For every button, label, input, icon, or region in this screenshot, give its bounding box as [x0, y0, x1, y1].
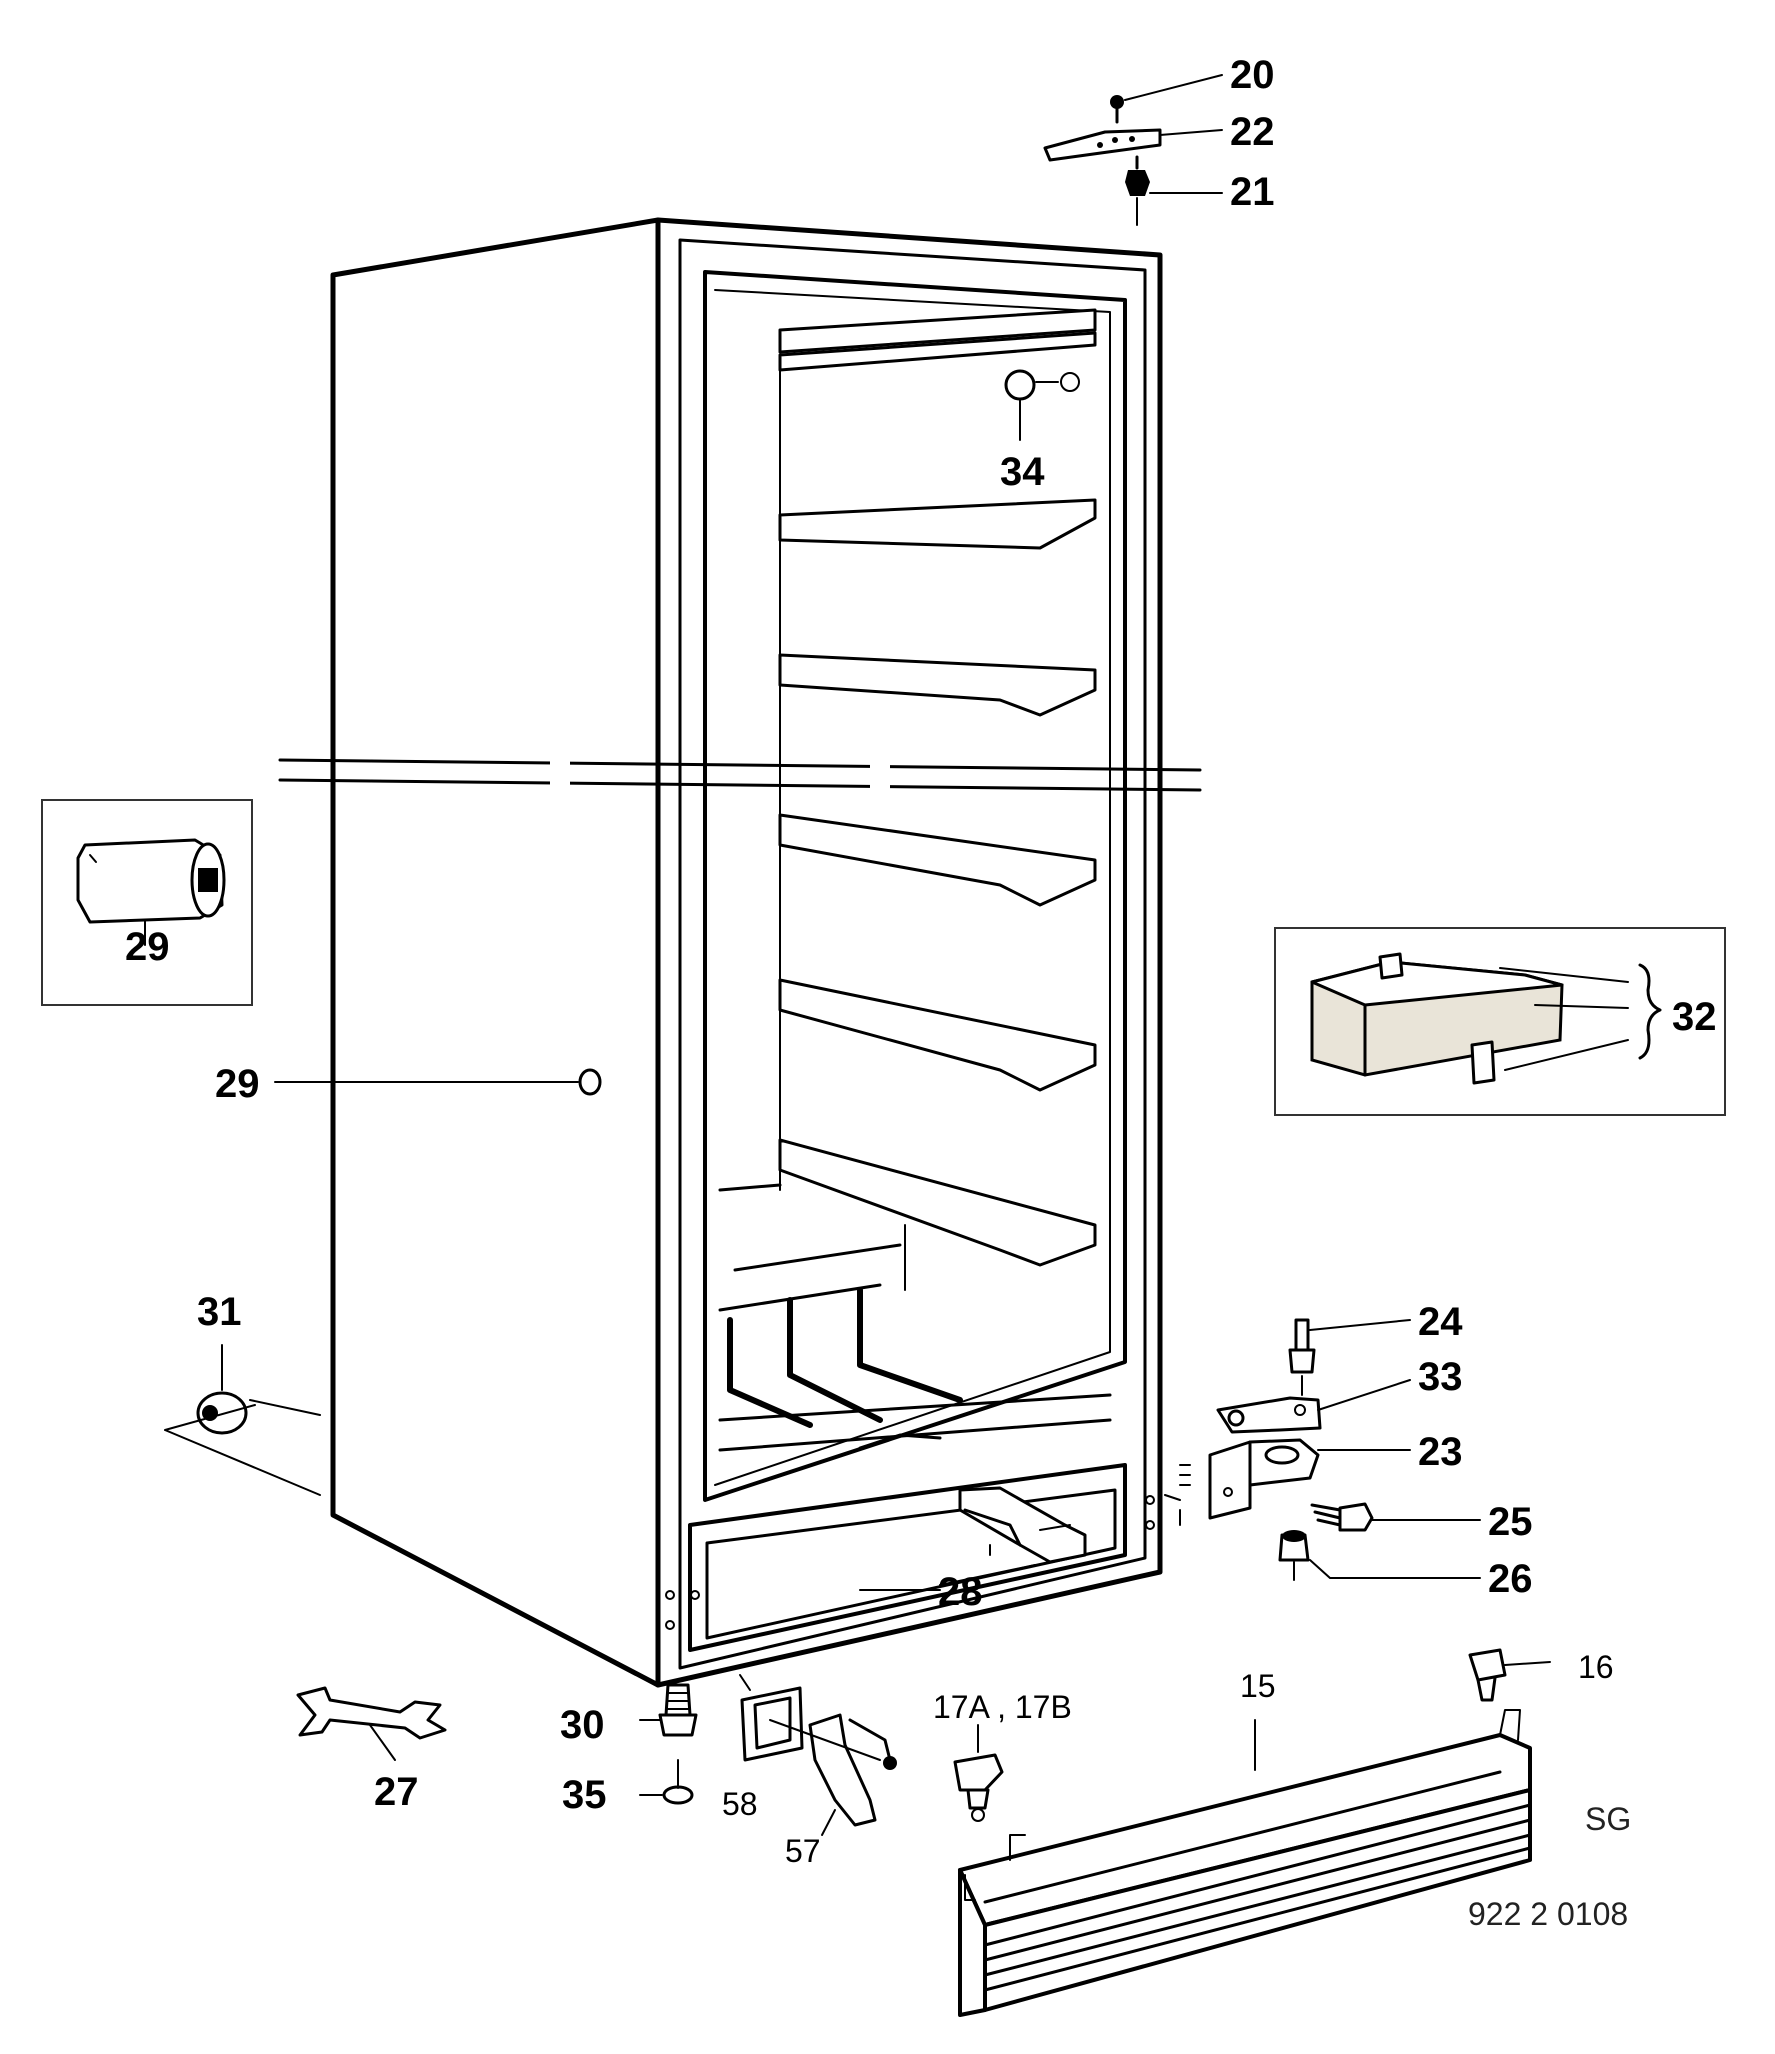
inset-part-32: [1274, 927, 1726, 1116]
part-28-clip: [958, 1486, 1087, 1564]
shelf-rail: [778, 308, 1097, 372]
callout-numbers: 20 22 21 34 29 32 29 31 24 33 23 25 26 2…: [125, 53, 1717, 1932]
bottom-hinge-assembly: [1164, 1318, 1374, 1581]
part-15-kickplate: [958, 1709, 1532, 2017]
part-22-hinge-plate: [1043, 128, 1162, 162]
callout-26: 26: [1488, 1557, 1533, 1601]
drawing-number: 922 2 0108: [1468, 1896, 1628, 1932]
cabinet: [278, 217, 1202, 1688]
callout-25: 25: [1488, 1500, 1533, 1544]
part-24-pin: [1288, 1318, 1316, 1396]
callout-34: 34: [1000, 450, 1045, 494]
leader-lines: [859, 74, 1481, 1591]
part-30-adjustable-foot: [639, 1683, 698, 1737]
top-hinge-assembly: [1043, 95, 1162, 226]
callout-58: 58: [722, 1786, 758, 1822]
callout-57: 57: [785, 1833, 821, 1869]
callout-27: 27: [374, 1770, 419, 1814]
callout-30: 30: [560, 1703, 605, 1747]
part-27-spanner: [296, 1686, 447, 1761]
callout-22: 22: [1230, 110, 1275, 154]
part-29-side-plug: [274, 1068, 602, 1096]
part-31-foot: [164, 1344, 321, 1496]
callout-24: 24: [1418, 1300, 1463, 1344]
shelf-rail: [778, 1138, 1097, 1267]
callout-17: 17A , 17B: [933, 1689, 1072, 1725]
shelf-rail: [778, 498, 1097, 550]
shelf-rail: [778, 653, 1097, 717]
callout-23: 23: [1418, 1430, 1463, 1474]
callout-20: 20: [1230, 53, 1275, 97]
callout-16: 16: [1578, 1649, 1614, 1685]
part-26-bushing: [1278, 1530, 1310, 1581]
callout-29-inset: 29: [125, 925, 170, 969]
callout-15: 15: [1240, 1668, 1276, 1704]
part-25-screw: [1310, 1502, 1374, 1532]
part-17-clip: [953, 1724, 1004, 1822]
callout-32: 32: [1672, 995, 1717, 1039]
part-16-clip: [1468, 1648, 1551, 1702]
callout-33: 33: [1418, 1355, 1463, 1399]
shelf-rail: [778, 813, 1097, 907]
inset-part-29: [41, 799, 253, 1006]
part-34-stopper: [1004, 369, 1080, 441]
callout-28: 28: [938, 1570, 983, 1614]
part-23-hinge-bracket: [1164, 1438, 1320, 1526]
callout-31: 31: [197, 1290, 242, 1334]
callout-21: 21: [1230, 170, 1275, 214]
part-33-plate: [1216, 1396, 1322, 1434]
part-35-washer: [639, 1759, 694, 1805]
corner-code: SG: [1585, 1801, 1631, 1837]
part-58-bracket: [739, 1674, 804, 1762]
callout-29: 29: [215, 1062, 260, 1106]
shelf-rails: [778, 308, 1097, 1291]
part-57-lever: [769, 1713, 897, 1836]
bottom-drip-tray: [718, 1183, 1112, 1452]
part-20-screw: [1110, 95, 1124, 124]
part-21-pin: [1125, 155, 1150, 226]
shelf-rail: [778, 978, 1097, 1092]
callout-35: 35: [562, 1773, 607, 1817]
